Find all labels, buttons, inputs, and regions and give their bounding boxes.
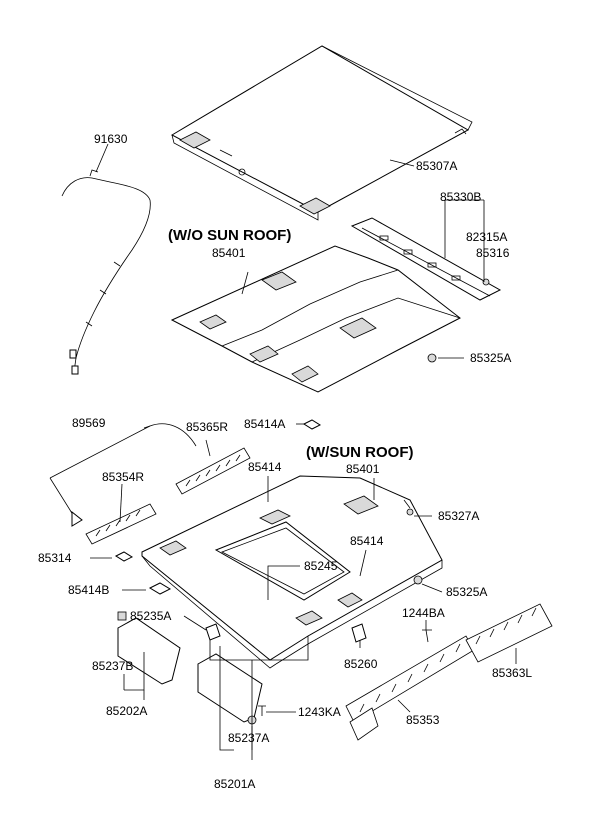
- label-85414-mid: 85414: [350, 534, 384, 548]
- label-85307A: 85307A: [416, 159, 457, 173]
- trim-85363L: [465, 603, 553, 663]
- label-85237A: 85237A: [228, 731, 269, 745]
- heading-without-sunroof: (W/O SUN ROOF): [168, 227, 291, 244]
- pad-85414A: [302, 419, 322, 430]
- screw-1243KA: [258, 705, 266, 716]
- label-85353: 85353: [406, 713, 440, 727]
- sun-visor-left: [117, 611, 181, 685]
- screw-1244BA: [422, 629, 432, 643]
- label-85245: 85245: [304, 559, 338, 573]
- rear-bracket: [350, 217, 502, 301]
- label-85414-top: 85414: [248, 460, 282, 474]
- label-85365R: 85365R: [186, 420, 228, 434]
- label-85325A-top: 85325A: [470, 351, 511, 365]
- label-85316: 85316: [476, 246, 510, 260]
- label-85235A: 85235A: [130, 609, 171, 623]
- clip-85260: [351, 623, 367, 643]
- pad-85414B: [148, 582, 172, 595]
- clip-85235A: [205, 623, 221, 641]
- label-85414B: 85414B: [68, 583, 109, 597]
- trim-85354R: [85, 503, 157, 545]
- trim-85365R: [175, 447, 251, 495]
- label-85363L: 85363L: [492, 666, 532, 680]
- leader-lines: [90, 143, 517, 760]
- sunroof-drain-wire: [49, 423, 197, 527]
- heading-with-sunroof: (W/SUN ROOF): [306, 444, 413, 461]
- label-85401-bottom: 85401: [346, 462, 380, 476]
- wiring-harness: [61, 169, 151, 375]
- label-85237B: 85237B: [92, 659, 133, 673]
- label-85314: 85314: [38, 551, 72, 565]
- label-1243KA: 1243KA: [298, 705, 341, 719]
- label-85401-top: 85401: [212, 246, 246, 260]
- headlining-without-sunroof: [170, 245, 461, 393]
- label-89569: 89569: [72, 416, 106, 430]
- headlining-with-sunroof: [141, 475, 443, 669]
- label-85327A: 85327A: [438, 509, 479, 523]
- label-85354R: 85354R: [102, 470, 144, 484]
- label-85201A: 85201A: [214, 777, 255, 791]
- pad-85314: [114, 551, 134, 562]
- label-85260: 85260: [344, 657, 378, 671]
- label-85414A: 85414A: [244, 417, 285, 431]
- label-85330B: 85330B: [440, 190, 481, 204]
- label-82315A: 82315A: [466, 230, 507, 244]
- label-91630: 91630: [94, 132, 128, 146]
- label-1244BA: 1244BA: [402, 606, 445, 620]
- label-85325A-bottom: 85325A: [446, 585, 487, 599]
- roof-panel: [170, 45, 473, 221]
- bracket-holes: [379, 235, 461, 281]
- label-85202A: 85202A: [106, 704, 147, 718]
